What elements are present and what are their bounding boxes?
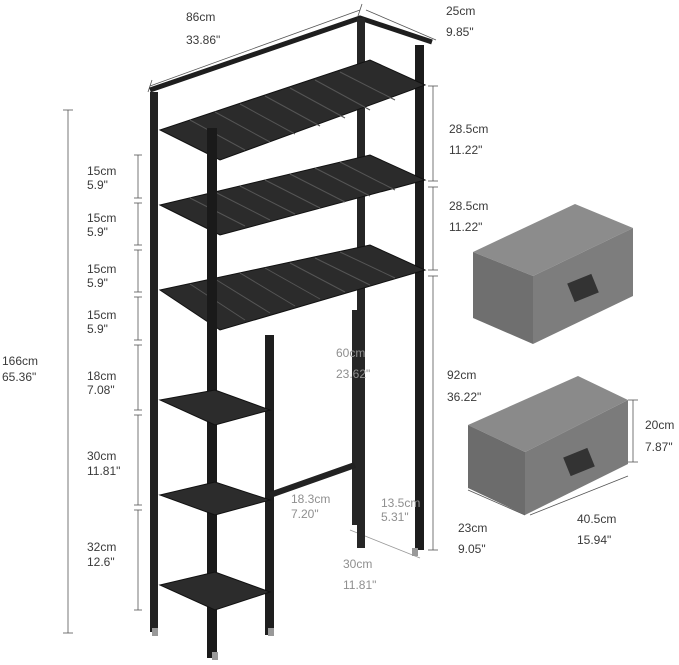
left-stack-2-cm: 15cm [87,262,117,276]
base-depth-in: 11.81" [343,578,377,592]
base-height-a-cm: 18.3cm [291,492,331,506]
left-stack-4-cm: 18cm [87,369,117,383]
base-height-b-cm: 13.5cm [381,496,421,510]
drawer-lower [468,376,628,515]
total-height-in: 65.36" [2,370,37,384]
clearance-in: 36.22" [447,390,482,404]
storage-drawers [468,204,633,515]
shelf-gap-2-in: 11.22" [449,220,483,234]
drawer-depth-cm: 23cm [458,521,488,535]
drawer-upper [473,204,633,344]
base-depth-cm: 30cm [343,557,373,571]
drawer-height-cm: 20cm [645,418,675,432]
top-depth-in: 9.85" [446,25,474,39]
dimension-lines [63,3,638,634]
top-width-cm: 86cm [186,10,216,24]
left-stack-3-cm: 15cm [87,308,117,322]
base-height-a-in: 7.20" [291,507,319,521]
top-width-in: 33.86" [186,33,221,47]
left-stack-5-cm: 30cm [87,449,117,463]
left-stack-2-in: 5.9" [87,276,108,290]
left-stack-0-cm: 15cm [87,164,117,178]
shelf-unit [149,15,433,660]
drawer-width-in: 15.94" [577,533,612,547]
left-stack-6-cm: 32cm [87,540,117,554]
left-stack-0-in: 5.9" [87,178,108,192]
drawer-width-cm: 40.5cm [577,512,617,526]
shelf-gap-1-in: 11.22" [449,143,483,157]
shelf-gap-1-cm: 28.5cm [449,122,489,136]
base-height-b-in: 5.31" [381,510,409,524]
inner-width-in: 23.62" [336,367,371,381]
left-stack-3-in: 5.9" [87,322,108,336]
drawer-handle-lower [563,447,595,477]
left-stack-6-in: 12.6" [87,555,115,569]
top-depth-cm: 25cm [446,4,476,18]
drawer-depth-in: 9.05" [458,542,486,556]
left-stack-1-in: 5.9" [87,225,108,239]
clearance-cm: 92cm [447,368,477,382]
left-stack-1-cm: 15cm [87,211,117,225]
drawer-height-in: 7.87" [645,440,673,454]
shelf-gap-2-cm: 28.5cm [449,199,489,213]
total-height-cm: 166cm [2,354,39,368]
drawer-handle-upper [567,273,599,303]
top-depth-line [365,9,437,41]
left-stack-4-in: 7.08" [87,383,115,397]
inner-width-cm: 60cm [336,346,366,360]
left-stack-5-in: 11.81" [87,464,121,478]
top-width-line [149,9,361,87]
